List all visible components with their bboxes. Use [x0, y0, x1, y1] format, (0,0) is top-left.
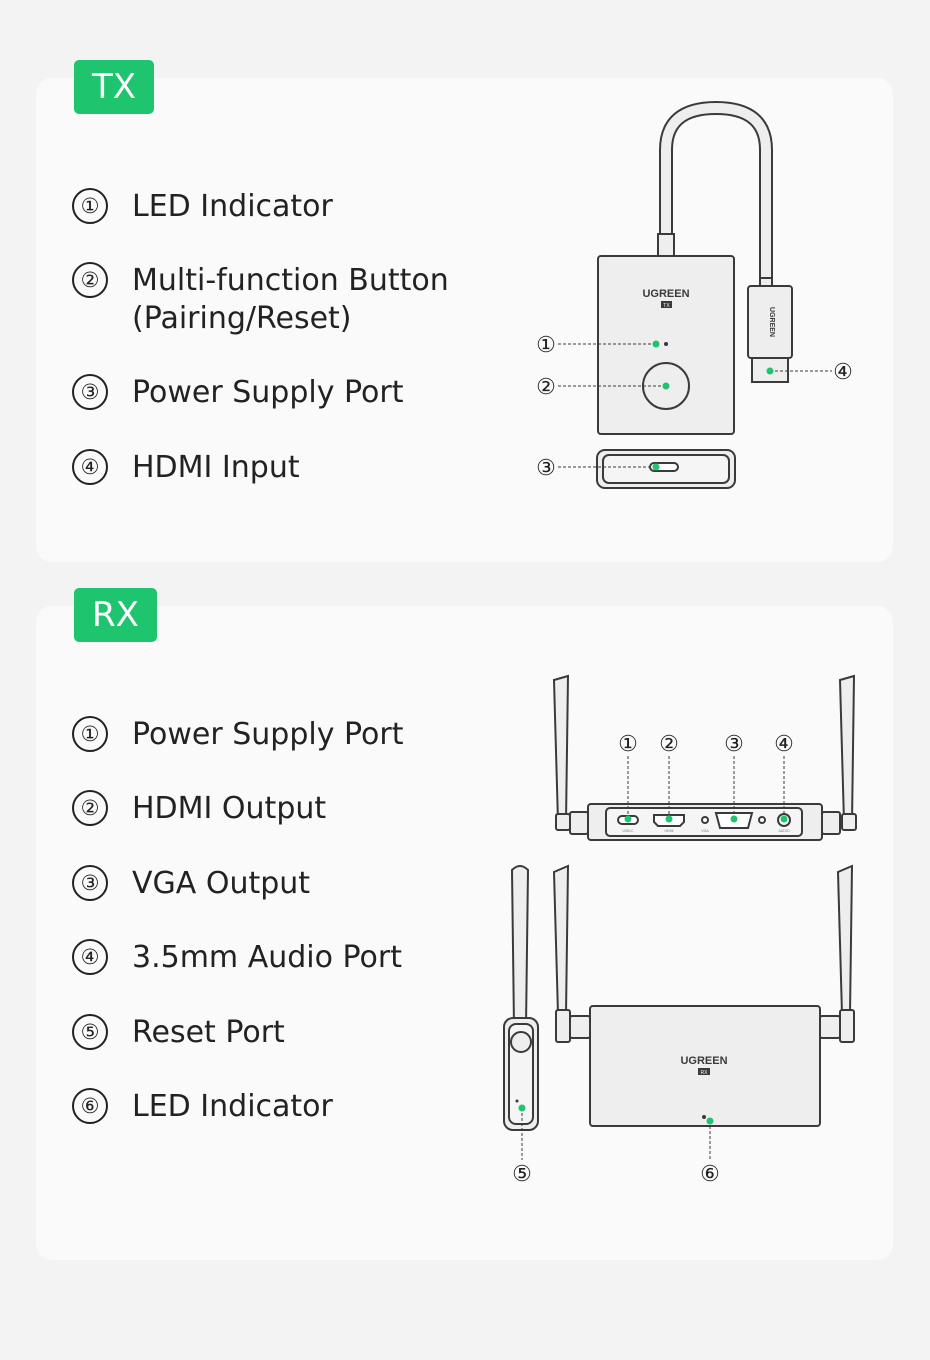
rx-card — [36, 606, 893, 1260]
rx-callout-3: ③ — [724, 731, 744, 756]
tx-feature-hdmi-input: ④ HDMI Input — [72, 449, 300, 487]
rx-feature-power: ① Power Supply Port — [72, 716, 403, 754]
tx-brand-text: UGREEN — [642, 288, 689, 300]
rx-front-antenna-mount-left — [569, 1015, 591, 1039]
tx-cable-inner — [661, 102, 771, 282]
rx-callout-6: ⑥ — [700, 1161, 720, 1186]
tx-device-drawing — [596, 100, 793, 489]
rx-rear-antenna-mount-left — [569, 811, 589, 835]
tx-feature-led: ① LED Indicator — [72, 188, 333, 226]
tx-callout-dot-2 — [662, 382, 670, 390]
rx-rear-antenna-mount-right — [821, 811, 841, 835]
rx-front-callouts — [521, 1108, 711, 1160]
rx-callout-dot-3 — [730, 815, 738, 823]
rx-rear-antenna-right — [838, 674, 856, 823]
tx-plug-brand-text: UGREEN — [768, 307, 775, 337]
rx-feature-vga-output: ③ VGA Output — [72, 865, 310, 903]
rx-feature-audio: ④ 3.5mm Audio Port — [72, 939, 402, 977]
feature-label: Reset Port — [132, 1015, 285, 1050]
tx-callout-4: ④ — [833, 359, 853, 384]
feature-label: LED Indicator — [132, 189, 333, 224]
feature-label: HDMI Input — [132, 450, 300, 485]
rx-side-antenna-hinge — [510, 1031, 532, 1053]
rx-front-view — [503, 864, 855, 1131]
rx-feature-hdmi-output: ② HDMI Output — [72, 790, 326, 828]
feature-number: ③ — [72, 865, 108, 901]
feature-label: 3.5mm Audio Port — [132, 940, 402, 975]
rx-callout-dot-4 — [780, 815, 788, 823]
rx-callout-dot-1 — [624, 815, 632, 823]
tx-callouts — [558, 340, 832, 471]
tx-badge-box — [661, 301, 672, 308]
rx-rear-callout-dots — [624, 815, 788, 823]
feature-number: ① — [72, 716, 108, 752]
feature-number: ④ — [72, 449, 108, 485]
feature-label-line2: (Pairing/Reset) — [132, 301, 352, 336]
rx-feature-reset: ⑤ Reset Port — [72, 1014, 285, 1052]
tx-callout-dot-4 — [766, 367, 774, 375]
feature-number: ① — [72, 188, 108, 224]
rx-port-label-hdmi: HDMI — [665, 829, 674, 833]
tx-callout-dot-1 — [652, 340, 660, 348]
rx-brand-text: UGREEN — [680, 1055, 727, 1067]
feature-number: ② — [72, 262, 108, 298]
rx-callout-5: ⑤ — [512, 1161, 532, 1186]
rx-front-body — [589, 1005, 821, 1127]
tx-led-dot — [664, 342, 668, 346]
feature-label: Power Supply Port — [132, 375, 404, 410]
rx-callout-2: ② — [659, 731, 679, 756]
rx-callout-dot-5 — [518, 1104, 526, 1112]
rx-side-antenna — [510, 865, 530, 1027]
feature-number: ④ — [72, 939, 108, 975]
rx-callout-dot-2 — [665, 815, 673, 823]
tx-callout-dot-3 — [652, 463, 660, 471]
rx-front-antenna-mount-right — [819, 1015, 841, 1039]
rx-port-label-vga: VGA — [701, 829, 709, 833]
feature-label-line1: Multi-function Button — [132, 263, 449, 298]
feature-label: Power Supply Port — [132, 717, 404, 752]
tx-callout-2: ② — [536, 374, 556, 399]
tx-tag: TX — [74, 60, 154, 114]
rx-vga-screw-left — [701, 816, 709, 824]
rx-port-label-audio: AUDIO — [778, 829, 789, 833]
feature-number: ② — [72, 790, 108, 826]
feature-number: ⑥ — [72, 1088, 108, 1124]
rx-badge-box — [698, 1068, 710, 1075]
rx-rear-antenna-joint-left — [555, 813, 571, 831]
rx-callout-4: ④ — [774, 731, 794, 756]
rx-front-antenna-joint-left — [555, 1009, 571, 1043]
rx-rear-antenna-left — [552, 674, 570, 823]
tx-callout-1: ① — [536, 332, 556, 357]
tx-feature-power: ③ Power Supply Port — [72, 374, 403, 412]
rx-callout-dot-6 — [706, 1117, 714, 1125]
tx-feature-button: ② Multi-function Button (Pairing/Reset) — [72, 262, 449, 338]
rx-rear-callouts — [627, 756, 785, 819]
rx-vga-screw-right — [758, 816, 766, 824]
rx-front-antenna-right — [836, 864, 854, 1015]
rx-front-antenna-joint-right — [839, 1009, 855, 1043]
tx-cable-strain-relief — [657, 233, 675, 259]
feature-label: Multi-function Button (Pairing/Reset) — [132, 262, 449, 338]
rx-callout-1: ① — [618, 731, 638, 756]
feature-label: VGA Output — [132, 866, 311, 901]
rx-rear-view — [552, 674, 857, 841]
feature-number: ⑤ — [72, 1014, 108, 1050]
rx-port-label-usbc: USB-C — [623, 829, 634, 833]
feature-label: HDMI Output — [132, 791, 327, 826]
tx-badge-text: TX — [663, 303, 670, 309]
rx-feature-led: ⑥ LED Indicator — [72, 1088, 333, 1126]
tx-callout-3: ③ — [536, 455, 556, 480]
rx-reset-hole — [515, 1099, 519, 1103]
rx-led-dot — [702, 1115, 706, 1119]
feature-number: ③ — [72, 374, 108, 410]
feature-label: LED Indicator — [132, 1089, 333, 1124]
rx-badge-text: RX — [701, 1070, 709, 1076]
rx-tag: RX — [74, 588, 157, 642]
rx-rear-antenna-joint-right — [841, 813, 857, 831]
rx-front-antenna-left — [552, 864, 570, 1015]
